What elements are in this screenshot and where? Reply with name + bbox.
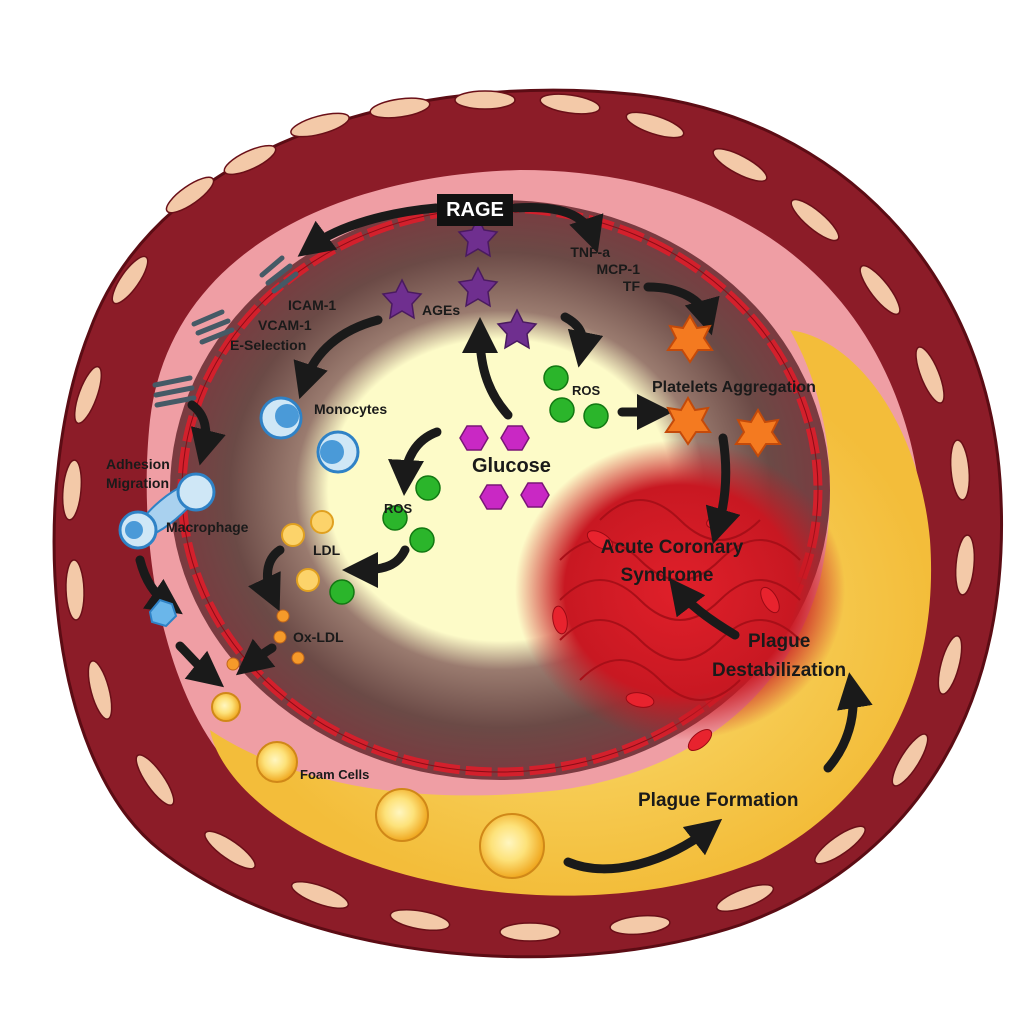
glucose-label: Glucose — [472, 455, 551, 477]
macrophage-cell — [118, 472, 216, 628]
macrophage-label: Macrophage — [166, 519, 249, 535]
rage-label: RAGE — [437, 194, 513, 226]
ages-molecules — [381, 216, 538, 350]
acs-label-line1: Acute Coronary — [600, 537, 744, 558]
oxldl-label: Ox-LDL — [293, 629, 344, 645]
glucose-molecules — [459, 425, 550, 510]
eselection-label: E-Selection — [230, 337, 307, 353]
ldl-label: LDL — [313, 542, 341, 558]
foam-cells — [211, 692, 545, 879]
pathway-arrows — [135, 202, 873, 874]
monocyte-cells — [259, 396, 360, 474]
ros-right-label: ROS — [572, 383, 601, 398]
vcam-label: VCAM-1 — [258, 317, 312, 333]
tnf-label: TNF-a — [570, 244, 610, 260]
platelets-label: Platelets Aggregation — [652, 379, 816, 396]
adhesion-receptors — [152, 255, 299, 408]
mcp1-label: MCP-1 — [596, 261, 640, 277]
tf-label: TF — [622, 278, 640, 294]
platelets — [664, 314, 782, 458]
oxldl-particles — [226, 609, 305, 671]
plaque-formation-label: Plague Formation — [638, 790, 799, 811]
ldl-particles — [281, 510, 334, 592]
wall-muscle-cells — [61, 90, 976, 942]
destab-label-line1: Plague — [748, 631, 811, 652]
ages-label: AGEs — [422, 302, 461, 318]
ros-left-label: ROS — [384, 501, 413, 516]
destab-label-line2: Destabilization — [712, 660, 847, 681]
acs-label-line2: Syndrome — [620, 565, 714, 586]
plaque-deposit — [210, 330, 932, 896]
migration-label: Migration — [106, 475, 169, 491]
foam-cells-label: Foam Cells — [300, 767, 370, 782]
monocytes-label: Monocytes — [314, 401, 388, 417]
icam-label: ICAM-1 — [288, 297, 337, 313]
ros-molecules — [329, 365, 609, 605]
adhesion-label: Adhesion — [106, 456, 170, 472]
